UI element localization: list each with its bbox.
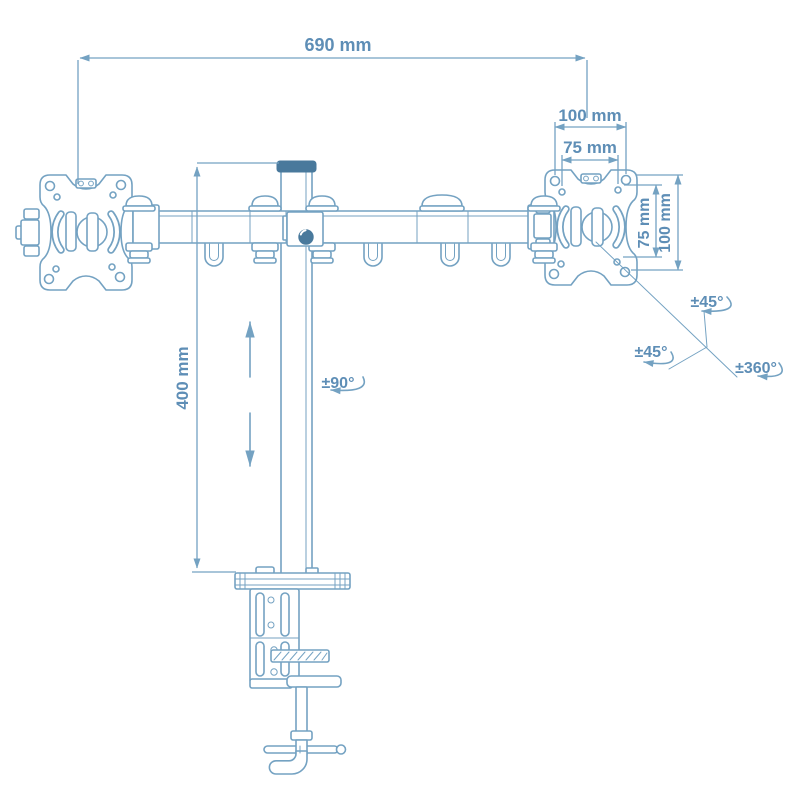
- pole-arm-joint: [282, 211, 324, 247]
- vesa-inner-width-label: 75 mm: [563, 138, 617, 157]
- vesa-plate-shape-left: [40, 175, 132, 290]
- pole-height-dimension: 400 mm: [173, 162, 279, 573]
- cable-clip: [204, 243, 224, 267]
- clamp-shelf-pad: [270, 649, 330, 663]
- clamp-screw-hook: [268, 750, 308, 775]
- joint-knob: [298, 229, 314, 245]
- pole-height-label: 400 mm: [173, 346, 192, 409]
- monitor-arm-beam: [132, 204, 555, 250]
- vesa-outer-height-dimension: 100 mm: [631, 174, 683, 271]
- arm-span-dimension: 690 mm: [77, 35, 588, 184]
- pole-swivel-annotation: ±90°: [322, 375, 366, 395]
- rotation-arrow-icon: [757, 362, 783, 381]
- clamp-lower-jaw: [286, 675, 342, 688]
- elbow-bolt-cap: [421, 194, 463, 207]
- tilt-rotation-annotations: ±45° ±45° ±360°: [595, 241, 783, 381]
- tilt-lower-label: ±45°: [635, 344, 668, 361]
- vesa-outer-width-dimension: 100 mm: [554, 106, 627, 175]
- rotation-arrow-icon: [701, 296, 732, 315]
- right-vesa-plate: [533, 170, 637, 285]
- bolt-nut: [530, 242, 558, 264]
- bolt-cap: [248, 195, 282, 212]
- bolt-nut: [125, 242, 153, 264]
- pole-cap: [276, 160, 317, 173]
- vesa-inner-width-dimension: 75 mm: [561, 138, 619, 186]
- tilt-upper-label: ±45°: [691, 294, 724, 311]
- desk-clamp: [234, 566, 351, 775]
- rotation-arrow-icon: [643, 351, 674, 367]
- arm-span-label: 690 mm: [304, 35, 371, 55]
- pole-swivel-label: ±90°: [322, 375, 355, 392]
- left-vesa-plate: [15, 175, 132, 290]
- tilt-clamp-right: [533, 213, 552, 239]
- vesa-outer-width-label: 100 mm: [558, 106, 621, 125]
- vesa-outer-height-label: 100 mm: [657, 193, 674, 253]
- clamp-screw-collar: [290, 730, 313, 741]
- rotation-arrow-icon: [330, 376, 366, 395]
- bolt-nut: [251, 242, 279, 264]
- cable-clip: [491, 243, 511, 267]
- vesa-inner-height-label: 75 mm: [636, 198, 653, 249]
- arm-joint-hardware: [122, 194, 561, 267]
- tilt-clamp-left: [20, 219, 40, 246]
- cable-clip: [363, 243, 383, 267]
- vesa-inner-height-dimension: 75 mm: [623, 184, 662, 258]
- monitor-rotation-label: ±360°: [735, 360, 777, 377]
- cable-clip: [440, 243, 460, 267]
- clamp-screw-rod: [295, 686, 308, 733]
- clamp-top-plate: [234, 572, 351, 590]
